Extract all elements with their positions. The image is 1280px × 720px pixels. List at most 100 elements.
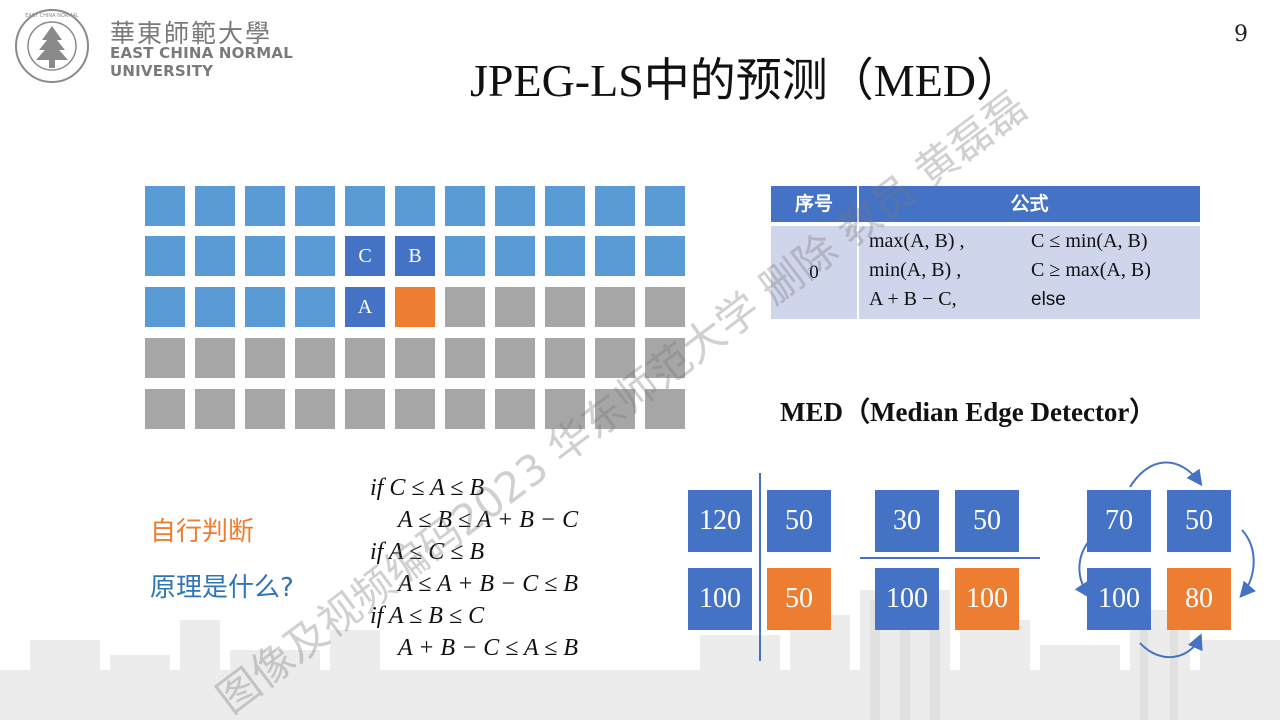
table-row-index: 0 xyxy=(809,262,819,283)
example-3-x: 80 xyxy=(1167,568,1231,630)
pixel-cell xyxy=(345,338,385,378)
slide-title: JPEG-LS中的预测（MED） xyxy=(470,55,1023,106)
pixel-cell xyxy=(295,236,335,276)
pixel-cell xyxy=(245,338,285,378)
example-2-x: 100 xyxy=(955,568,1019,630)
logo-english-line1: EAST CHINA NORMAL xyxy=(110,44,293,62)
example-3-b: 50 xyxy=(1167,490,1231,552)
pixel-label-c: C xyxy=(358,245,372,267)
svg-text:EAST CHINA NORMAL: EAST CHINA NORMAL xyxy=(25,13,79,19)
logo-chinese-name: 華東師範大學 xyxy=(110,19,273,48)
med-heading: MED（Median Edge Detector） xyxy=(780,397,1157,427)
pixel-cell xyxy=(445,236,485,276)
page-number: 9 xyxy=(1234,22,1248,47)
pixel-cell xyxy=(545,338,585,378)
university-logo: EAST CHINA NORMAL 華東師範大學 EAST CHINA NORM… xyxy=(12,6,312,86)
pixel-cell xyxy=(195,186,235,226)
pixel-cell xyxy=(395,186,435,226)
pixel-cell xyxy=(345,389,385,429)
pixel-cell xyxy=(495,338,535,378)
pixel-cell xyxy=(445,186,485,226)
pixel-cell xyxy=(245,287,285,327)
pixel-cell xyxy=(295,338,335,378)
pixel-cell-b: B xyxy=(395,236,435,276)
table-header-index: 序号 xyxy=(794,193,833,215)
pixel-cell xyxy=(295,287,335,327)
pixel-cell xyxy=(495,186,535,226)
formula-expr-1: max(A, B) , xyxy=(869,230,965,252)
example-2-b: 50 xyxy=(955,490,1019,552)
pixel-cell xyxy=(445,338,485,378)
pixel-cell xyxy=(145,186,185,226)
pixel-cell xyxy=(195,338,235,378)
pixel-cell xyxy=(145,287,185,327)
condition-line-3: if A ≤ C ≤ B xyxy=(370,539,485,565)
table-divider xyxy=(857,186,859,319)
formula-cond-1: C ≤ min(A, B) xyxy=(1031,230,1148,252)
pixel-cell xyxy=(245,186,285,226)
condition-line-5: if A ≤ B ≤ C xyxy=(370,603,485,629)
pixel-cell xyxy=(495,236,535,276)
pixel-cell xyxy=(295,186,335,226)
formula-expr-2: min(A, B) , xyxy=(869,259,962,281)
table-header-formula: 公式 xyxy=(1010,193,1049,215)
pixel-cell xyxy=(645,389,685,429)
pixel-cell xyxy=(295,389,335,429)
pixel-cell xyxy=(245,236,285,276)
table-header: 序号 公式 xyxy=(771,186,1200,222)
pixel-cell xyxy=(595,338,635,378)
pixel-cell xyxy=(195,236,235,276)
pixel-cell xyxy=(645,236,685,276)
pixel-cell xyxy=(245,389,285,429)
formula-cond-2: C ≥ max(A, B) xyxy=(1031,259,1151,281)
note-self-judge: 自行判断 xyxy=(150,517,255,547)
pixel-cell xyxy=(595,389,635,429)
condition-line-6: A + B − C ≤ A ≤ B xyxy=(398,635,579,661)
pixel-label-b: B xyxy=(408,245,422,267)
condition-line-4: A ≤ A + B − C ≤ B xyxy=(398,571,579,597)
pixel-cell-c: C xyxy=(345,236,385,276)
pixel-cell xyxy=(545,389,585,429)
example-2-a: 100 xyxy=(875,568,939,630)
pixel-cell xyxy=(545,287,585,327)
pixel-cell xyxy=(445,389,485,429)
pixel-cell xyxy=(495,389,535,429)
example-1-b: 50 xyxy=(767,490,831,552)
pixel-cell xyxy=(495,287,535,327)
example-3-a: 100 xyxy=(1087,568,1151,630)
pixel-cell xyxy=(545,236,585,276)
example-2-c: 30 xyxy=(875,490,939,552)
condition-line-1: if C ≤ A ≤ B xyxy=(370,475,485,501)
pixel-cell xyxy=(195,389,235,429)
logo-english-line2: UNIVERSITY xyxy=(110,62,214,80)
vertical-edge-line xyxy=(759,473,761,661)
pixel-cell xyxy=(595,287,635,327)
pixel-cell xyxy=(645,338,685,378)
pixel-cell xyxy=(545,186,585,226)
example-1-a: 100 xyxy=(688,568,752,630)
pixel-cell xyxy=(345,186,385,226)
pixel-cell-current xyxy=(395,287,435,327)
pixel-cell xyxy=(395,389,435,429)
example-1-x: 50 xyxy=(767,568,831,630)
condition-line-2: A ≤ B ≤ A + B − C xyxy=(398,507,579,533)
note-principle: 原理是什么? xyxy=(150,573,294,603)
formula-expr-3: A + B − C, xyxy=(869,288,957,310)
pixel-cell xyxy=(445,287,485,327)
formula-cond-3: else xyxy=(1031,289,1066,310)
pixel-cell xyxy=(595,186,635,226)
pixel-cell xyxy=(595,236,635,276)
pixel-cell xyxy=(395,338,435,378)
horizontal-edge-line xyxy=(860,557,1040,559)
campus-skyline-background xyxy=(0,590,1280,720)
example-1-c: 120 xyxy=(688,490,752,552)
table-body xyxy=(771,226,1200,319)
gradient-arrows-icon xyxy=(1074,461,1256,659)
pixel-cell xyxy=(645,186,685,226)
pixel-cell xyxy=(145,338,185,378)
pixel-cell xyxy=(645,287,685,327)
pixel-cell xyxy=(145,389,185,429)
pixel-cell-a: A xyxy=(345,287,385,327)
pixel-label-a: A xyxy=(357,296,373,318)
